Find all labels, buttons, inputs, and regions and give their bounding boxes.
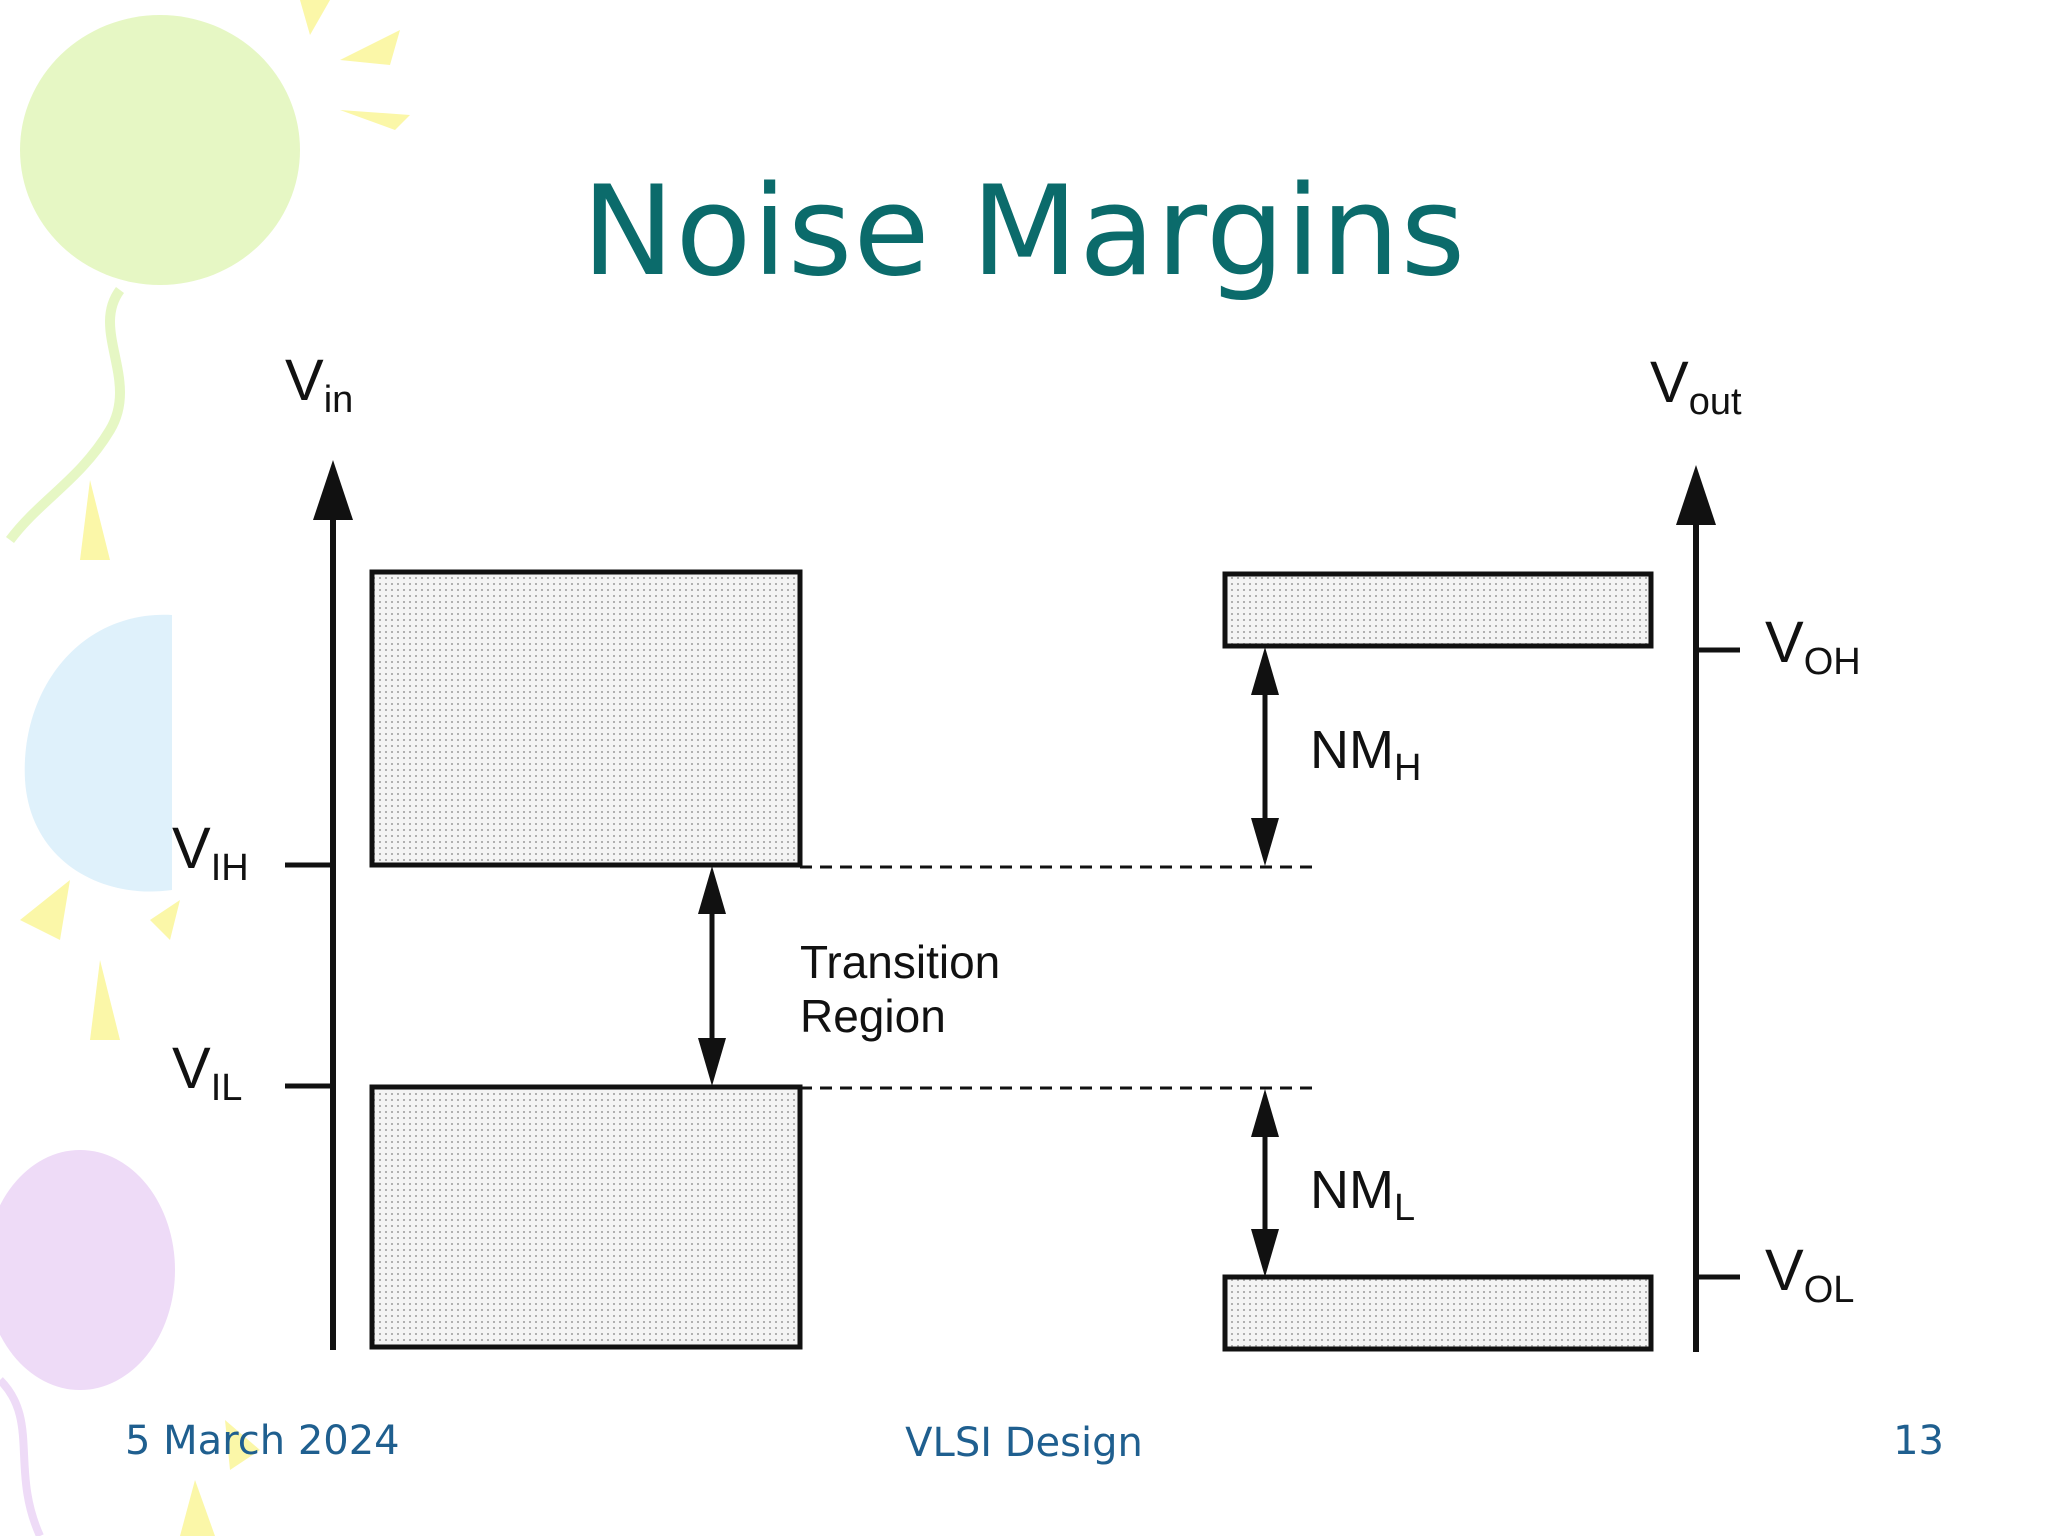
footer-course-name: VLSI Design	[905, 1420, 1143, 1466]
vout-label: Vout	[1650, 350, 1742, 423]
vol-label: VOL	[1765, 1238, 1854, 1311]
vih-label: VIH	[172, 816, 249, 889]
vil-label: VIL	[172, 1036, 242, 1109]
voh-label: VOH	[1765, 610, 1861, 683]
transition-arrow	[698, 866, 726, 1086]
input-low-region	[369, 1084, 803, 1350]
transition-label-line2: Region	[800, 990, 946, 1042]
output-low-region	[1222, 1274, 1654, 1352]
input-high-region	[369, 569, 803, 868]
vout-axis	[1676, 465, 1716, 1352]
transition-label-line1: Transition	[800, 936, 1000, 988]
vin-axis	[313, 460, 353, 1350]
nml-arrow	[1251, 1089, 1279, 1277]
vin-label: Vin	[285, 348, 353, 421]
page-number: 13	[1893, 1418, 1944, 1464]
nmh-arrow	[1251, 647, 1279, 866]
nmh-label: NMH	[1310, 720, 1421, 789]
nml-label: NML	[1310, 1160, 1415, 1229]
slide-title: Noise Margins	[581, 160, 1467, 304]
output-high-region	[1222, 571, 1654, 649]
footer-date: 5 March 2024	[125, 1418, 400, 1464]
